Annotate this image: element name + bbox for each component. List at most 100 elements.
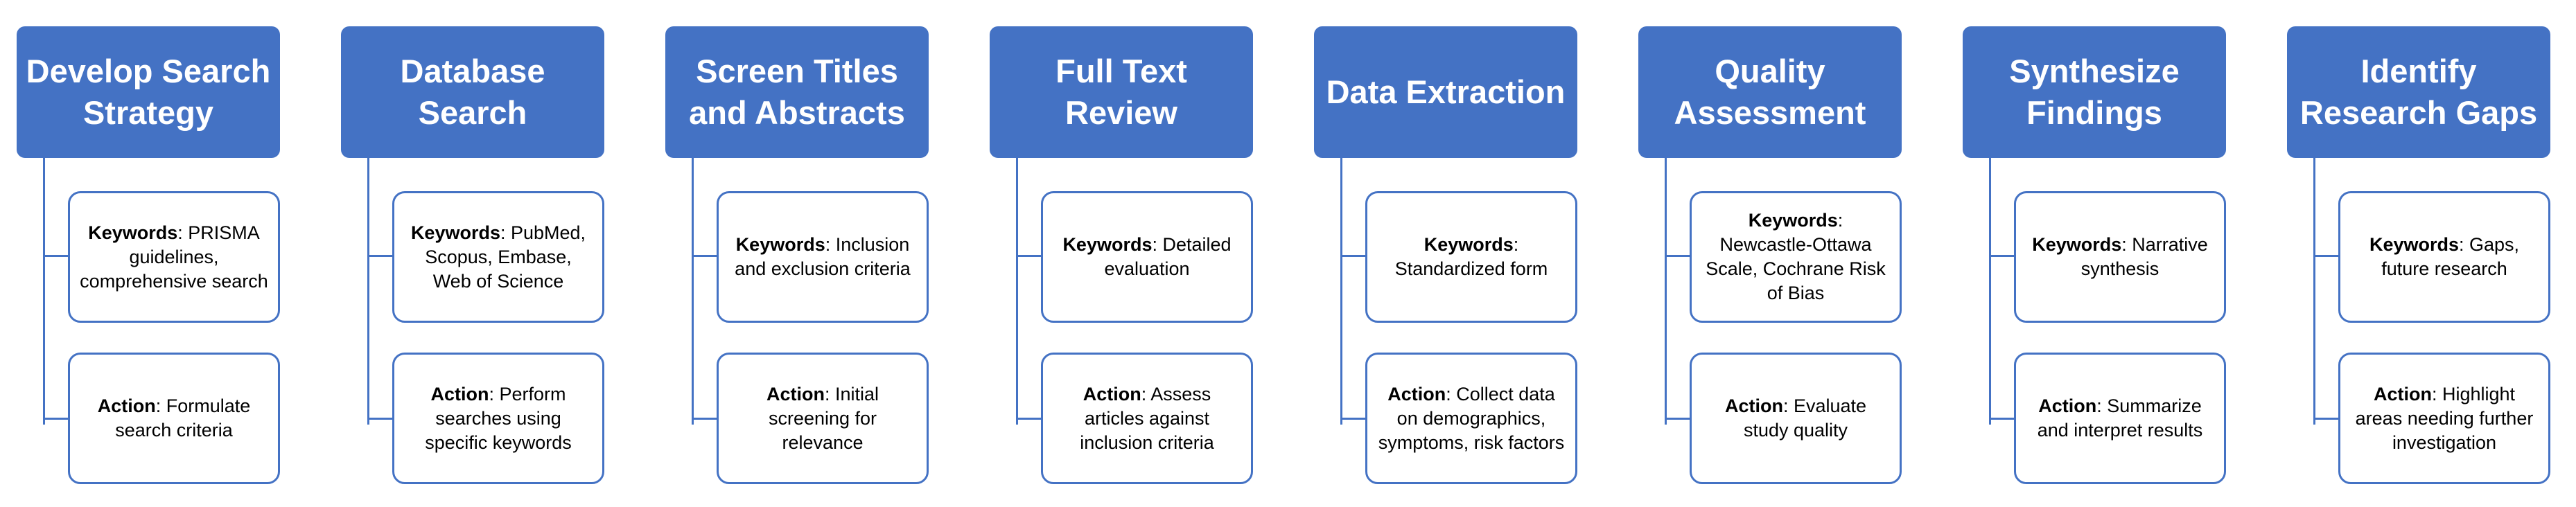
action-value: : Evaluate study quality [1743,395,1867,441]
keywords-label: Keywords [1423,234,1514,255]
connector-branch [43,255,68,257]
connector-line [1665,158,1667,425]
action-box: Action: Collect data on demographics, sy… [1365,353,1577,484]
connector-branch [1989,255,2014,257]
keywords-box: Keywords: Newcastle-Ottawa Scale, Cochra… [1690,191,1902,323]
connector-branch [367,418,392,420]
action-box: Action: Assess articles against inclusio… [1041,353,1253,484]
step-header: Identify Research Gaps [2287,26,2550,158]
keywords-text: Keywords: Gaps, future research [2350,233,2539,281]
action-box: Action: Summarize and interpret results [2014,353,2226,484]
keywords-text: Keywords: Inclusion and exclusion criter… [728,233,917,281]
action-text: Action: Initial screening for relevance [728,382,917,455]
step-header: Quality Assessment [1638,26,1902,158]
action-value: : Formulate search criteria [115,395,251,441]
connector-branch [1665,255,1690,257]
step-column-synthesize-findings: Synthesize Findings Keywords: Narrative … [1963,0,2226,507]
action-box: Action: Formulate search criteria [68,353,280,484]
connector-branch [2313,255,2338,257]
connector-branch [692,255,717,257]
action-label: Action [97,395,156,416]
keywords-text: Keywords: Standardized form [1377,233,1566,281]
keywords-value: : Detailed evaluation [1104,234,1232,279]
action-label: Action [1083,383,1141,404]
keywords-value: : Standardized form [1394,234,1548,279]
keywords-label: Keywords [2032,234,2122,255]
keywords-label: Keywords [1748,210,1838,231]
connector-branch [43,418,68,420]
keywords-text: Keywords: PubMed, Scopus, Embase, Web of… [404,221,593,294]
connector-branch [1016,418,1041,420]
keywords-text: Keywords: Detailed evaluation [1053,233,1241,281]
action-label: Action [766,383,825,404]
step-header: Full Text Review [990,26,1253,158]
keywords-label: Keywords [735,234,825,255]
keywords-text: Keywords: PRISMA guidelines, comprehensi… [80,221,268,294]
action-label: Action [1387,383,1446,404]
keywords-value: : PubMed, Scopus, Embase, Web of Science [425,222,586,292]
step-header: Develop Search Strategy [17,26,280,158]
step-column-database-search: Database Search Keywords: PubMed, Scopus… [341,0,604,507]
action-box: Action: Highlight areas needing further … [2338,353,2550,484]
keywords-label: Keywords [88,222,178,243]
connector-branch [1665,418,1690,420]
keywords-box: Keywords: PRISMA guidelines, comprehensi… [68,191,280,323]
action-label: Action [430,383,489,404]
keywords-value: : Narrative synthesis [2080,234,2208,279]
step-column-screen-titles: Screen Titles and Abstracts Keywords: In… [665,0,929,507]
step-column-full-text-review: Full Text Review Keywords: Detailed eval… [990,0,1253,507]
keywords-text: Keywords: Newcastle-Ottawa Scale, Cochra… [1701,208,1890,305]
action-value: : Highlight areas needing further invest… [2355,383,2534,453]
action-text: Action: Highlight areas needing further … [2350,382,2539,455]
keywords-box: Keywords: Standardized form [1365,191,1577,323]
step-column-quality-assessment: Quality Assessment Keywords: Newcastle-O… [1638,0,1902,507]
keywords-box: Keywords: Detailed evaluation [1041,191,1253,323]
keywords-box: Keywords: PubMed, Scopus, Embase, Web of… [392,191,604,323]
action-box: Action: Evaluate study quality [1690,353,1902,484]
keywords-box: Keywords: Inclusion and exclusion criter… [717,191,929,323]
action-text: Action: Summarize and interpret results [2026,394,2214,443]
action-text: Action: Evaluate study quality [1701,394,1890,443]
keywords-label: Keywords [1062,234,1153,255]
connector-branch [2313,418,2338,420]
connector-line [367,158,369,425]
connector-branch [1340,255,1365,257]
connector-line [2313,158,2315,425]
connector-branch [692,418,717,420]
connector-line [43,158,45,425]
keywords-value: : Inclusion and exclusion criteria [735,234,911,279]
connector-branch [1340,418,1365,420]
connector-branch [367,255,392,257]
keywords-label: Keywords [410,222,500,243]
keywords-value: : PRISMA guidelines, comprehensive searc… [80,222,268,292]
connector-line [1340,158,1342,425]
step-column-identify-research-gaps: Identify Research Gaps Keywords: Gaps, f… [2287,0,2550,507]
action-text: Action: Collect data on demographics, sy… [1377,382,1566,455]
keywords-value: : Gaps, future research [2381,234,2520,279]
action-value: : Initial screening for relevance [768,383,879,453]
action-label: Action [2373,383,2432,404]
connector-line [692,158,694,425]
action-text: Action: Perform searches using specific … [404,382,593,455]
step-column-develop-search-strategy: Develop Search Strategy Keywords: PRISMA… [17,0,280,507]
action-text: Action: Assess articles against inclusio… [1053,382,1241,455]
step-header: Synthesize Findings [1963,26,2226,158]
keywords-text: Keywords: Narrative synthesis [2026,233,2214,281]
step-header: Data Extraction [1314,26,1577,158]
keywords-value: : Newcastle-Ottawa Scale, Cochrane Risk … [1706,210,1886,303]
keywords-box: Keywords: Gaps, future research [2338,191,2550,323]
action-value: : Collect data on demographics, symptoms… [1378,383,1565,453]
action-value: : Summarize and interpret results [2037,395,2203,441]
step-column-data-extraction: Data Extraction Keywords: Standardized f… [1314,0,1577,507]
action-label: Action [2038,395,2097,416]
action-value: : Perform searches using specific keywor… [425,383,572,453]
action-box: Action: Initial screening for relevance [717,353,929,484]
connector-line [1016,158,1018,425]
connector-branch [1016,255,1041,257]
connector-line [1989,158,1991,425]
step-header: Screen Titles and Abstracts [665,26,929,158]
connector-branch [1989,418,2014,420]
action-value: : Assess articles against inclusion crit… [1080,383,1214,453]
action-box: Action: Perform searches using specific … [392,353,604,484]
